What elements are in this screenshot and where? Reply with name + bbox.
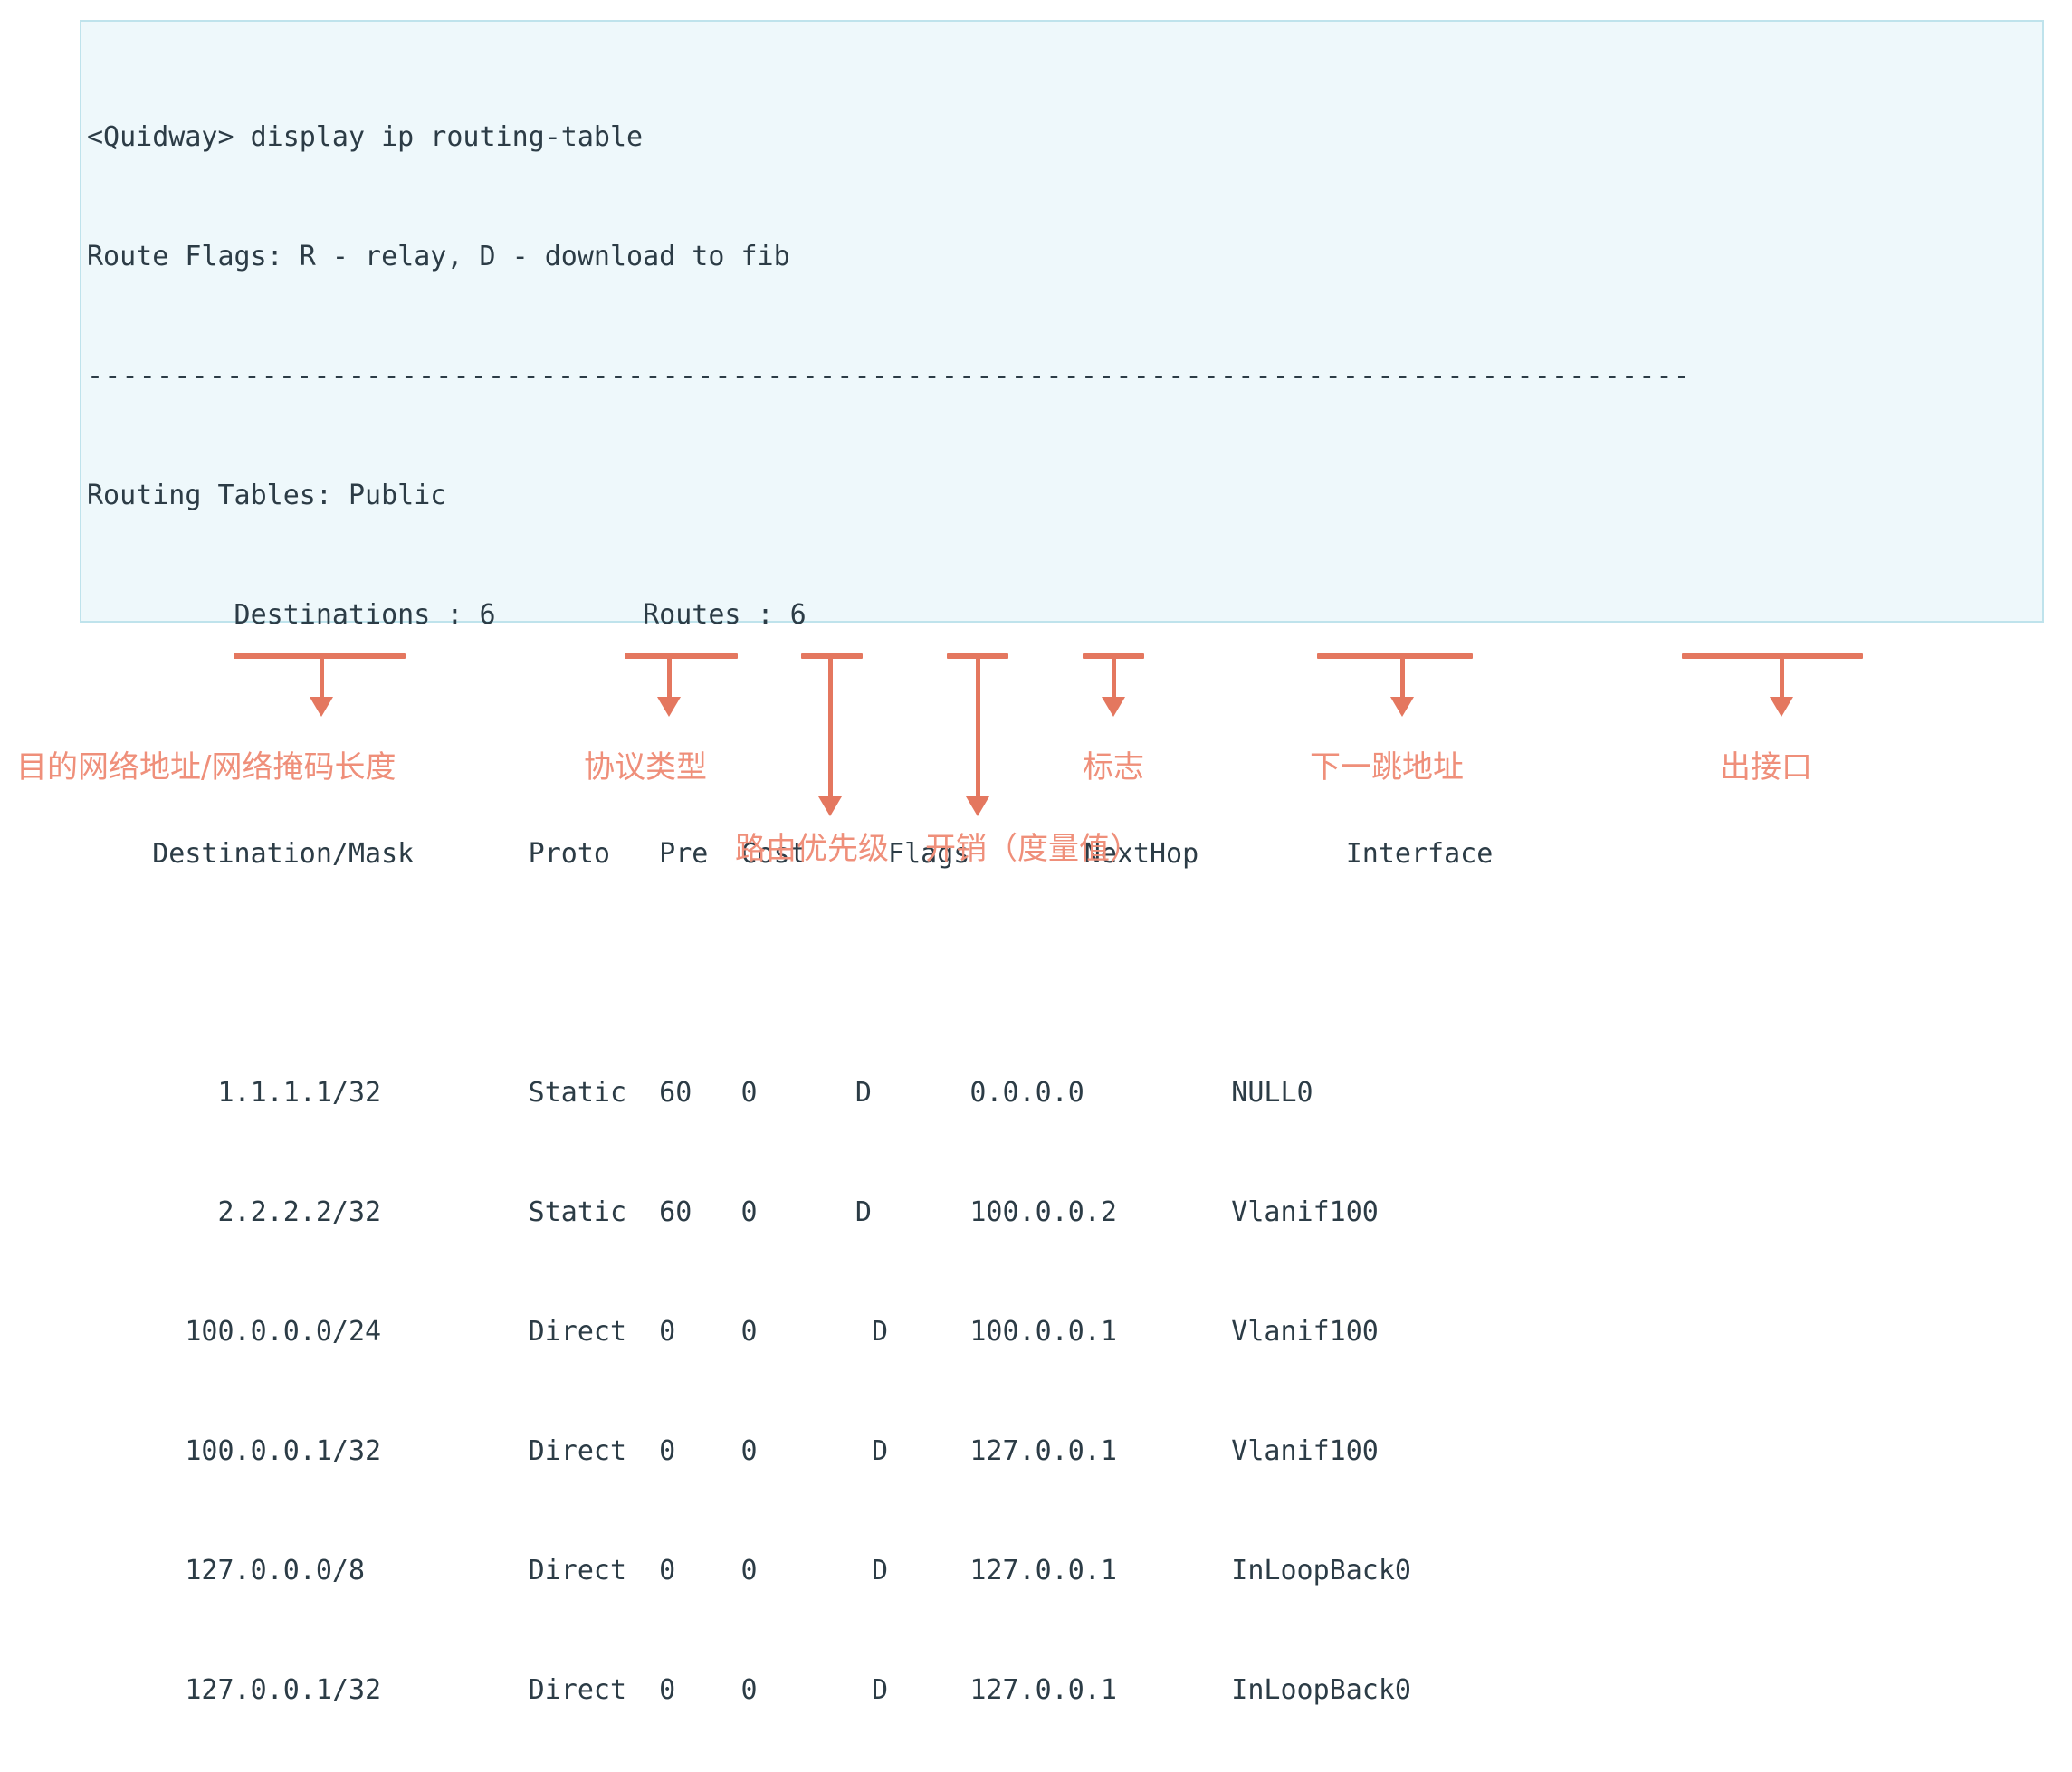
routing-table-row: 1.1.1.1/32 Static 60 0 D 0.0.0.0 NULL0 <box>87 1077 1313 1109</box>
terminal-prompt-line: <Quidway> display ip routing-table <box>87 121 644 153</box>
terminal-text-content: <Quidway> display ip routing-table Route… <box>81 22 2042 1706</box>
routing-table-row: 127.0.0.0/8 Direct 0 0 D 127.0.0.1 InLoo… <box>87 1555 1411 1586</box>
terminal-routing-tables-line: Routing Tables: Public <box>87 480 447 511</box>
routing-table-row: 100.0.0.1/32 Direct 0 0 D 127.0.0.1 Vlan… <box>87 1435 1379 1467</box>
terminal-route-flags-line: Route Flags: R - relay, D - download to … <box>87 241 790 272</box>
terminal-blank-line-2 <box>81 954 2042 994</box>
routing-table-row: 127.0.0.1/32 Direct 0 0 D 127.0.0.1 InLo… <box>87 1674 1411 1706</box>
routing-table-row: 2.2.2.2/32 Static 60 0 D 100.0.0.2 Vlani… <box>87 1196 1379 1228</box>
terminal-separator-line: ----------------------------------------… <box>87 360 1692 392</box>
terminal-output-box: <Quidway> display ip routing-table Route… <box>80 20 2044 1706</box>
terminal-column-header-line: Destination/Mask Proto Pre Cost Flags Ne… <box>87 838 1494 870</box>
terminal-blank-line <box>81 715 2042 755</box>
terminal-summary-line: Destinations : 6 Routes : 6 <box>87 599 807 631</box>
routing-table-row: 100.0.0.0/24 Direct 0 0 D 100.0.0.1 Vlan… <box>87 1316 1379 1348</box>
